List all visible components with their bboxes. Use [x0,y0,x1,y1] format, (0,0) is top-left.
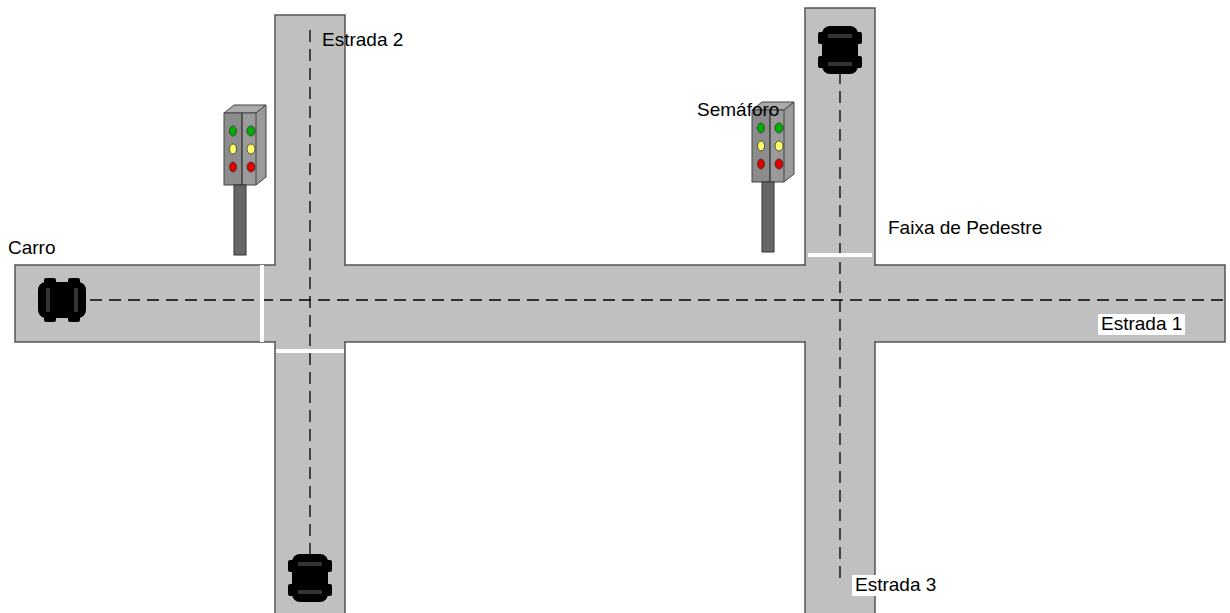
traffic-light-label: Semáforo [697,100,779,121]
car [818,26,862,74]
car [38,278,86,322]
crosswalk-label: Faixa de Pedestre [888,218,1042,239]
road-label: Estrada 1 [1098,314,1185,335]
road-label: Estrada 3 [852,575,939,596]
road-label: Estrada 2 [322,30,403,51]
car-label: Carro [8,238,56,259]
car [288,554,332,602]
traffic-light [752,102,794,252]
traffic-light [224,105,266,255]
